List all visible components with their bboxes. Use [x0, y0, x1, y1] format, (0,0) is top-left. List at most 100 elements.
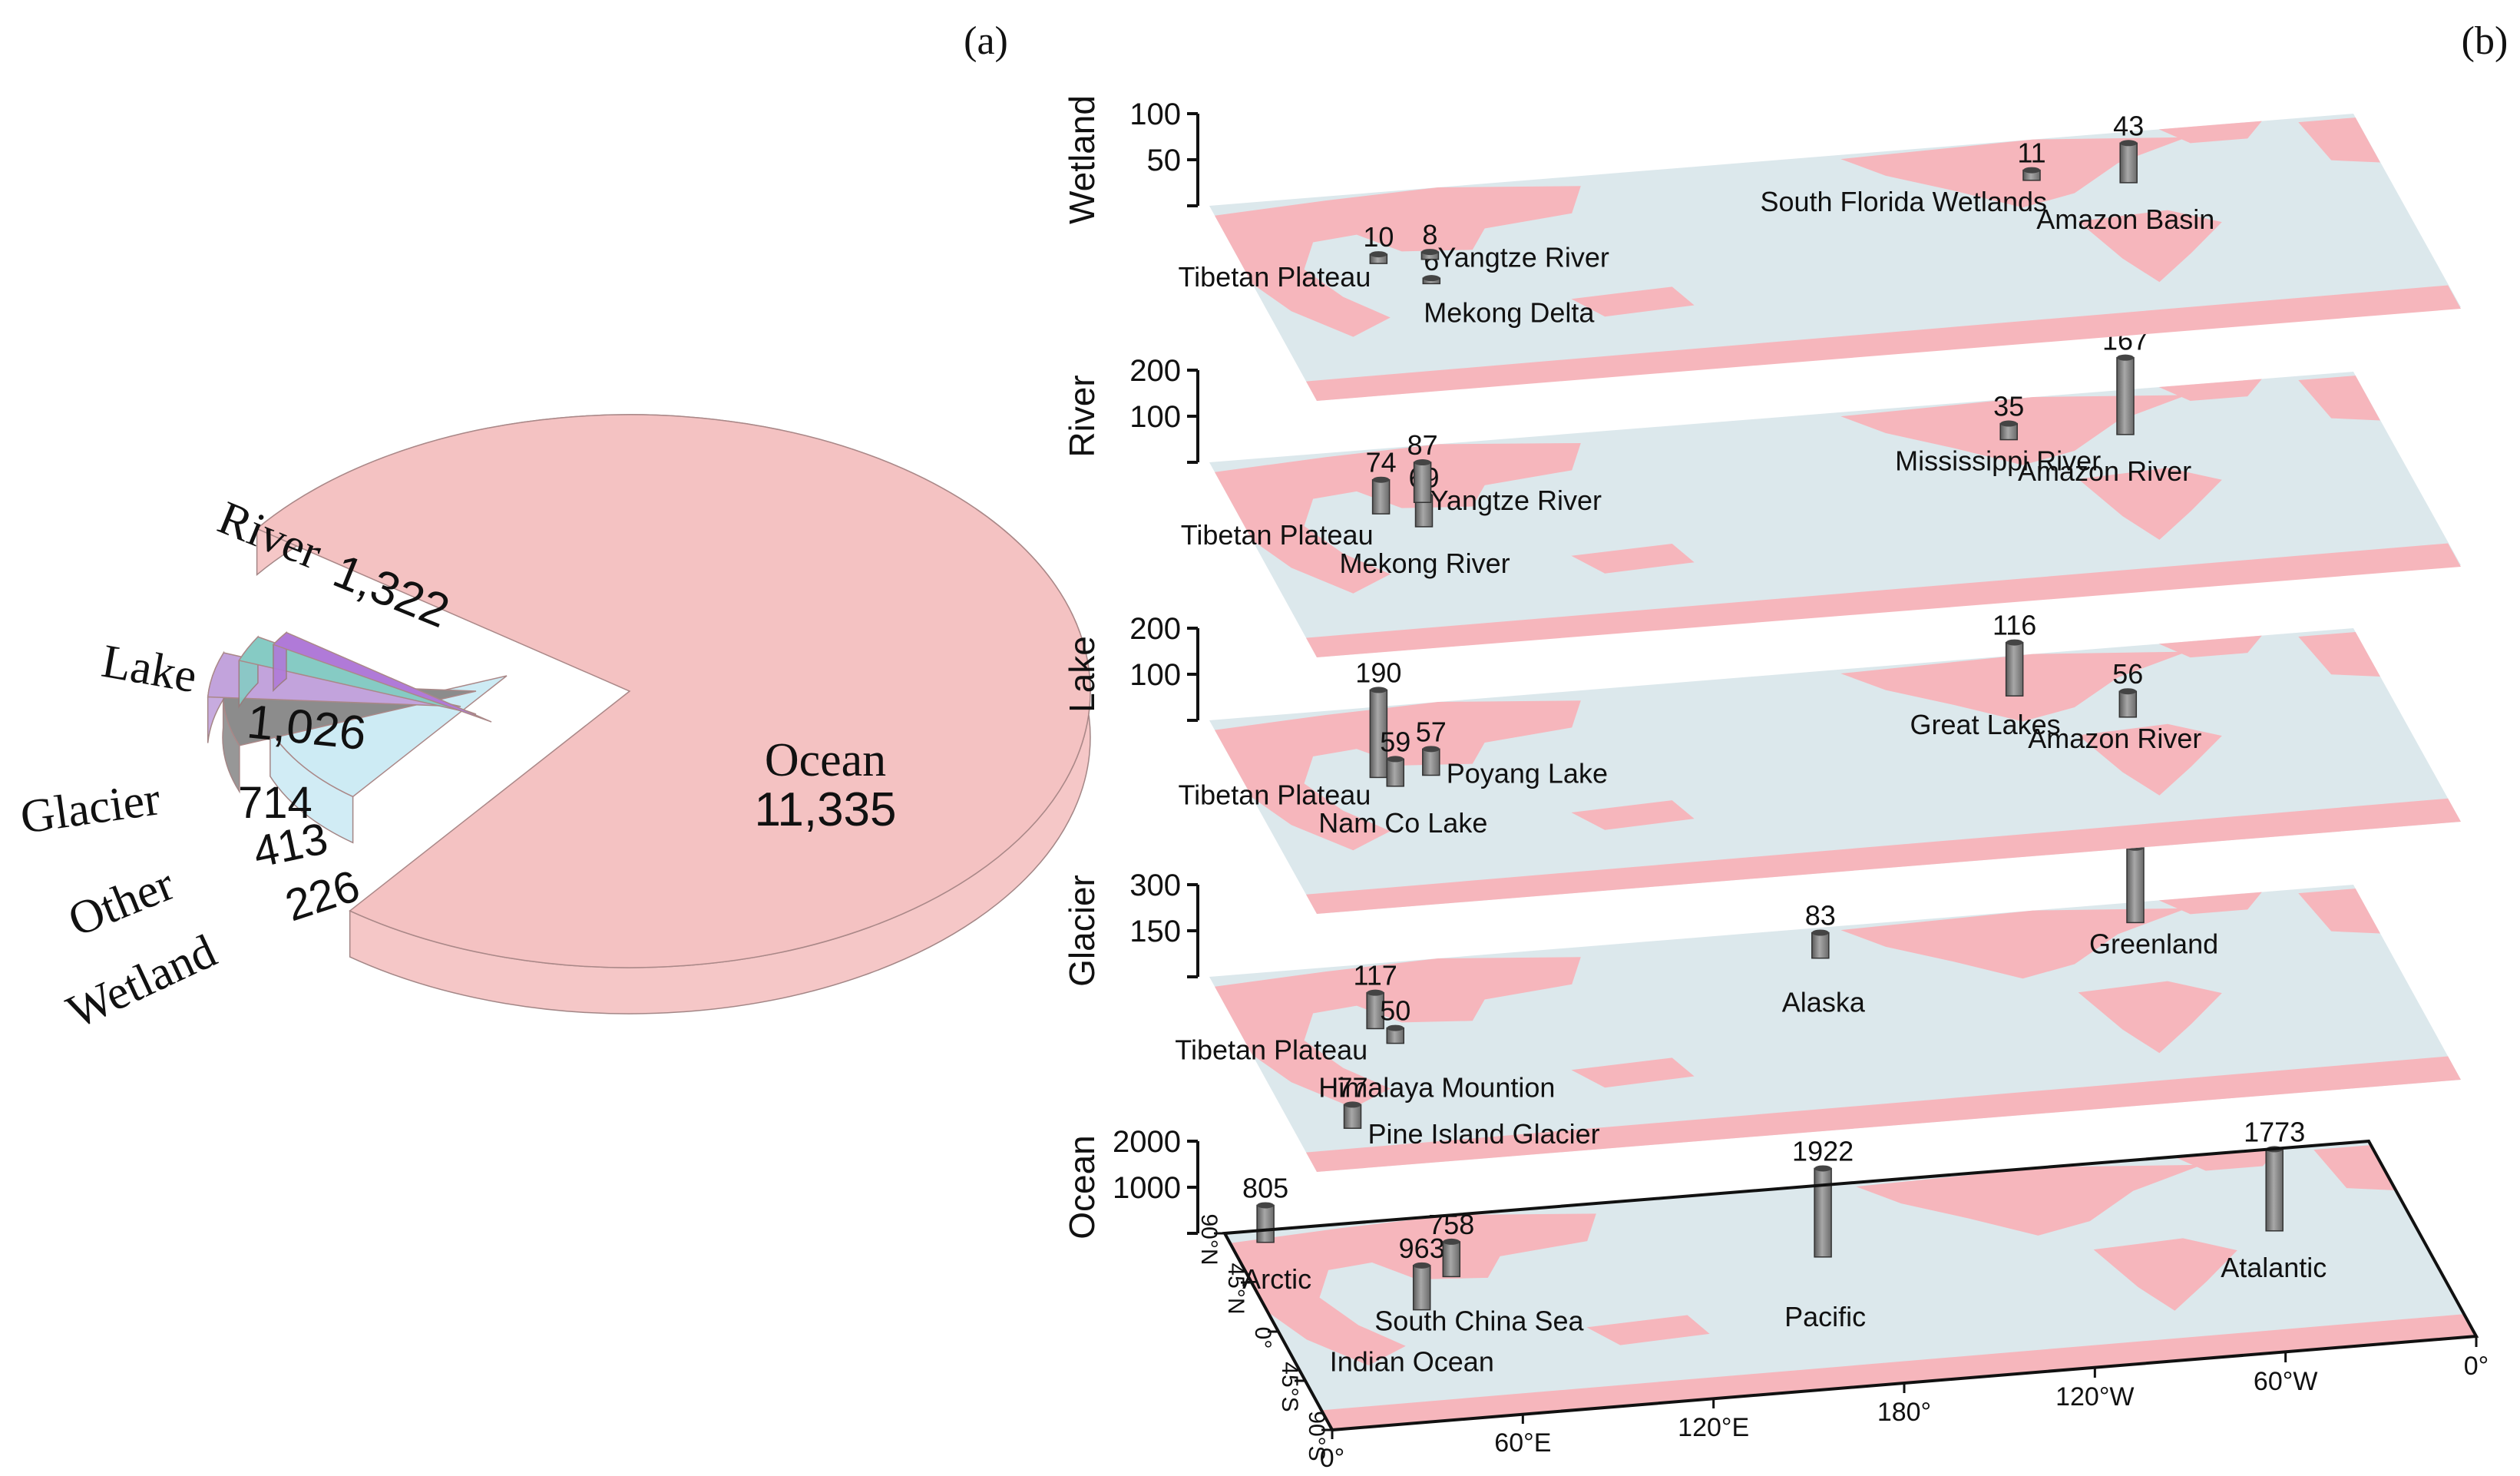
map-land-wetland-2 — [2078, 210, 2222, 283]
bar-label-wetland-1: Mekong Delta — [1424, 296, 1595, 328]
map-land-glacier-6 — [2298, 889, 2380, 934]
lon-tick-label: 0° — [2464, 1352, 2489, 1381]
bar-top-lake-2 — [1422, 746, 1440, 753]
bar-label-wetland-2: Yangtze River — [1437, 242, 1609, 273]
map-land-ocean-6 — [2313, 1145, 2396, 1190]
bar-value-ocean-1: 963 — [1399, 1233, 1445, 1264]
map-land-ocean-4 — [1586, 1315, 1710, 1345]
map-land-glacier-4 — [1571, 1057, 1695, 1088]
bar-label-ocean-1: Indian Ocean — [1330, 1346, 1494, 1378]
bar-top-wetland-3 — [2023, 167, 2040, 174]
bar-value-lake-1: 59 — [1380, 726, 1410, 757]
bar-label-river-0: Tibetan Plateau — [1181, 519, 1374, 551]
bar-label-glacier-0: Tibetan Plateau — [1175, 1034, 1367, 1065]
bar-label-lake-1: Nam Co Lake — [1318, 807, 1487, 839]
map-land-ocean-2 — [2093, 1238, 2237, 1311]
bar-value-lake-2: 57 — [1416, 716, 1447, 747]
scale-tick-label-lake: 200 — [1129, 612, 1181, 646]
bar-value-wetland-2: 8 — [1422, 219, 1437, 250]
bar-value-lake-3: 116 — [1993, 610, 2036, 641]
map-land-lake-0 — [1215, 700, 1581, 851]
bar-top-glacier-1 — [1387, 1024, 1404, 1031]
bar-top-wetland-2 — [1421, 249, 1439, 256]
pie-label-other: Other — [61, 858, 182, 947]
bar-label-river-3: Mississippi River — [1895, 445, 2101, 477]
bar-value-ocean-3: 1922 — [1792, 1135, 1854, 1167]
bar-label-river-2: Yangtze River — [1430, 485, 1602, 516]
ocean-layer-frame: 90°N45°N0°45°S90°S0°60°E120°E180°120°W60… — [1196, 1139, 2489, 1473]
bar-value-river-3: 35 — [1993, 391, 2024, 422]
bar-label-ocean-4: Atalantic — [2221, 1252, 2327, 1283]
lat-tick-label: 90°S — [1304, 1411, 1329, 1461]
pie-slice-ocean — [256, 414, 1091, 968]
map-land-glacier-2 — [2078, 981, 2222, 1054]
map-land-glacier-0 — [1215, 957, 1581, 1108]
bar-ocean-2 — [1442, 1241, 1461, 1278]
bar-label-ocean-3: Pacific — [1784, 1301, 1866, 1332]
map-land-glacier-1 — [1840, 908, 2188, 979]
map-land-river-5 — [1306, 543, 2461, 657]
lon-tick-label: 120°W — [2055, 1382, 2134, 1411]
layer-title-wetland: Wetland — [1062, 95, 1102, 224]
bar-river-2 — [1413, 462, 1432, 503]
bar-top-lake-0 — [1370, 687, 1387, 693]
scale-tick-label-glacier: 150 — [1129, 915, 1181, 948]
bar-value-wetland-0: 10 — [1363, 221, 1394, 253]
bar-label-lake-4: Amazon River — [2028, 723, 2201, 754]
bar-label-wetland-0: Tibetan Plateau — [1179, 261, 1371, 293]
scale-tick-label-wetland: 100 — [1129, 98, 1181, 131]
bar-top-river-2 — [1414, 459, 1431, 466]
bar-top-lake-4 — [2119, 688, 2137, 695]
bar-label-wetland-3: South Florida Wetlands — [1760, 186, 2047, 217]
bar-label-river-1: Mekong River — [1340, 548, 1510, 579]
bar-value-glacier-4: 77 — [1337, 1071, 1367, 1103]
bar-top-ocean-1 — [1413, 1262, 1430, 1269]
bar-value-wetland-3: 11 — [2017, 137, 2045, 169]
bar-top-lake-1 — [1387, 756, 1404, 763]
lat-tick-label: 45°N — [1223, 1263, 1248, 1314]
lon-tick-label: 120°E — [1678, 1413, 1749, 1442]
bar-glacier-2 — [1811, 932, 1830, 959]
bar-ocean-0 — [1256, 1204, 1275, 1243]
bar-top-river-3 — [2000, 420, 2018, 427]
bar-value-lake-0: 190 — [1355, 657, 1401, 688]
lon-tick-label: 0° — [1320, 1444, 1345, 1473]
pie-label-lake: Lake — [98, 635, 201, 703]
map-land-wetland-5 — [1306, 285, 2461, 401]
bar-river-4 — [2116, 356, 2135, 435]
map-land-wetland-4 — [1571, 286, 1695, 317]
pie-value-glacier: 714 — [238, 778, 313, 828]
pie-value-ocean: 11,335 — [754, 783, 896, 836]
map-land-ocean-3 — [2174, 1148, 2277, 1171]
map-land-ocean-0 — [1230, 1213, 1596, 1365]
pie-slice-wetland — [272, 631, 492, 723]
bar-lake-1 — [1386, 758, 1404, 787]
bar-label-wetland-4: Amazon Basin — [2036, 204, 2214, 235]
bar-label-river-4: Amazon River — [2018, 455, 2191, 487]
bar-top-glacier-0 — [1367, 989, 1384, 996]
map-land-wetland-1 — [1840, 137, 2188, 208]
map-land-river-0 — [1215, 442, 1581, 594]
map-land-river-3 — [2158, 379, 2262, 402]
lon-tick-label: 180° — [1877, 1398, 1931, 1427]
bar-top-glacier-4 — [1344, 1101, 1361, 1108]
bar-top-lake-3 — [2006, 639, 2023, 646]
bar-value-river-2: 87 — [1407, 429, 1438, 461]
bar-label-lake-2: Poyang Lake — [1447, 758, 1608, 789]
pie-label-ocean: Ocean — [765, 734, 886, 786]
bar-top-ocean-3 — [1814, 1165, 1832, 1172]
map-land-wetland-6 — [2298, 117, 2380, 163]
bar-top-wetland-1 — [1423, 275, 1440, 282]
panel-label-b: (b) — [2462, 19, 2508, 63]
map-land-glacier-5 — [1306, 1056, 2461, 1172]
scale-tick-label-river: 100 — [1129, 400, 1181, 434]
map-land-river-2 — [2078, 468, 2222, 540]
bar-lake-4 — [2118, 690, 2138, 718]
map-land-lake-2 — [2078, 723, 2222, 796]
layer-title-river: River — [1062, 375, 1102, 457]
bar-river-0 — [1371, 478, 1391, 515]
